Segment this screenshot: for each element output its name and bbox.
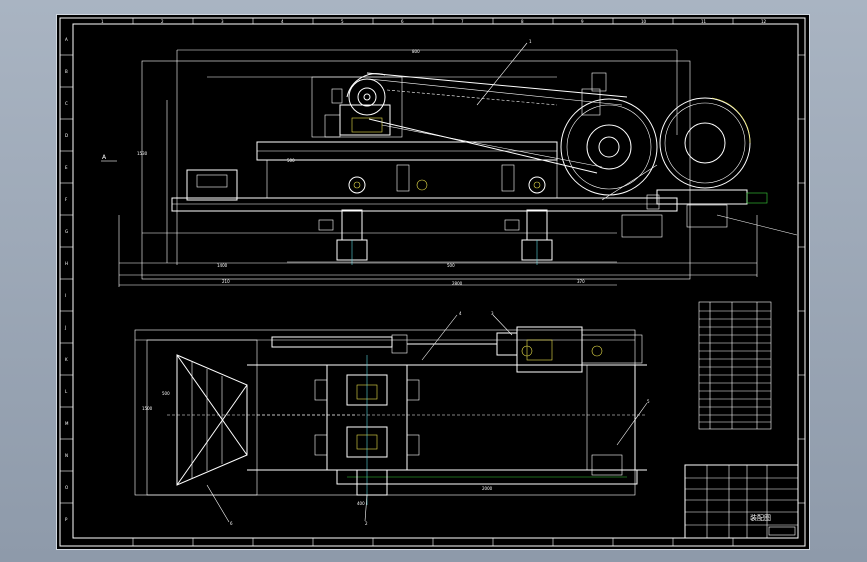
zone-label-top: 2 xyxy=(161,19,164,24)
drawing-sheet: 1 2 3 4 5 6 7 8 9 10 11 12 A B C D E F G… xyxy=(56,14,810,550)
zone-label-top: 9 xyxy=(581,19,584,24)
zone-label-side: J xyxy=(64,325,66,330)
zone-label-side: D xyxy=(65,133,68,138)
zone-labels: 1 2 3 4 5 6 7 8 9 10 11 12 A B C D E F G… xyxy=(64,19,767,522)
balloon-number: 1 xyxy=(529,39,532,44)
zone-label-top: 4 xyxy=(281,19,284,24)
svg-text:1400: 1400 xyxy=(217,263,228,268)
zone-label-side: B xyxy=(65,69,68,74)
svg-text:210: 210 xyxy=(222,279,230,284)
zone-label-side: M xyxy=(65,421,69,426)
svg-text:2000: 2000 xyxy=(482,486,493,491)
zone-label-side: I xyxy=(65,293,66,298)
balloon-number: 6 xyxy=(230,521,233,526)
zone-label-top: 3 xyxy=(221,19,224,24)
zone-label-top: 10 xyxy=(641,19,647,24)
zone-label-side: P xyxy=(65,517,68,522)
assembly-drawing: 1 2 3 4 5 6 7 8 9 10 11 12 A B C D E F G… xyxy=(59,17,806,547)
svg-text:1500: 1500 xyxy=(142,406,153,411)
svg-text:500: 500 xyxy=(287,158,295,163)
zone-label-side: O xyxy=(65,485,68,490)
zone-label-top: 5 xyxy=(341,19,344,24)
svg-text:800: 800 xyxy=(412,49,420,54)
zone-label-top: 8 xyxy=(521,19,524,24)
svg-text:500: 500 xyxy=(162,391,170,396)
plan-view: 1500 500 2000 400 4 3 5 6 2 xyxy=(134,311,650,526)
svg-text:2800: 2800 xyxy=(452,281,463,286)
svg-text:1530: 1530 xyxy=(137,151,148,156)
parts-list xyxy=(698,301,772,430)
zone-label-side: A xyxy=(65,37,68,42)
zone-label-side: L xyxy=(65,389,68,394)
balloon-number: 3 xyxy=(491,311,494,316)
zone-label-top: 7 xyxy=(461,19,464,24)
zone-label-side: E xyxy=(65,165,68,170)
zone-label-side: K xyxy=(65,357,68,362)
svg-text:400: 400 xyxy=(357,501,365,506)
zone-label-top: 1 xyxy=(101,19,104,24)
title-block: 装配图 xyxy=(684,464,799,539)
zone-label-side: C xyxy=(65,101,68,106)
drawing-title: 装配图 xyxy=(750,513,771,522)
zone-ticks xyxy=(60,18,805,546)
balloon-number: 4 xyxy=(459,311,462,316)
zone-label-side: F xyxy=(65,197,68,202)
inner-border xyxy=(72,23,799,539)
balloon-number: 5 xyxy=(647,399,650,404)
zone-label-top: 6 xyxy=(401,19,404,24)
front-view: 1400 500 210 370 2800 800 1530 500 A 1 xyxy=(101,39,798,287)
svg-text:500: 500 xyxy=(447,263,455,268)
zone-label-side: G xyxy=(65,229,68,234)
svg-text:370: 370 xyxy=(577,279,585,284)
zone-label-side: H xyxy=(65,261,68,266)
zone-label-top: 11 xyxy=(701,19,707,24)
zone-label-side: N xyxy=(65,453,68,458)
outer-border xyxy=(59,17,806,547)
zone-label-top: 12 xyxy=(761,19,767,24)
section-mark: A xyxy=(102,154,107,161)
balloon-number: 2 xyxy=(365,521,368,526)
